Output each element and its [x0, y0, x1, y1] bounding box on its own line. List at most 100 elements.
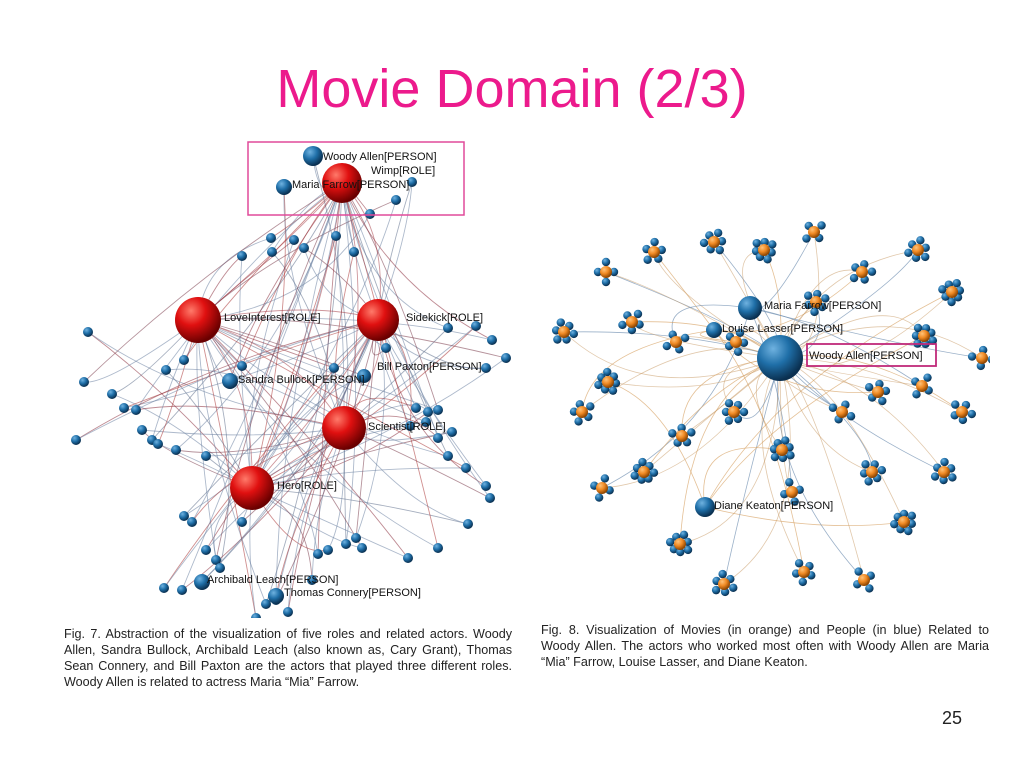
- person-node: [867, 267, 877, 276]
- person-node: [594, 380, 603, 390]
- person-node: [107, 389, 117, 399]
- movie-node: [810, 296, 822, 308]
- person-node: [283, 607, 293, 617]
- person-node: [913, 323, 923, 333]
- person-node: [237, 517, 247, 527]
- label-archibald-leach: Archibald Leach[PERSON]: [207, 574, 338, 586]
- person-node: [161, 365, 171, 375]
- person-node: [948, 473, 957, 482]
- hero-role-node: [230, 466, 274, 510]
- person-node: [159, 583, 169, 593]
- sidekick-role-node: [357, 299, 399, 341]
- slide-title: Movie Domain (2/3): [276, 59, 748, 119]
- person-node: [643, 255, 652, 264]
- person-node: [930, 472, 940, 481]
- movie-node: [730, 336, 742, 348]
- figure-7-svg: Woody Allen[PERSON] Wimp[ROLE] Maria Far…: [71, 141, 511, 618]
- person-node: [601, 277, 611, 287]
- movie-node: [758, 244, 770, 256]
- label-sidekick-role: Sidekick[ROLE]: [406, 312, 483, 324]
- movie-node: [856, 266, 868, 278]
- person-node: [760, 237, 769, 247]
- person-node: [211, 555, 221, 565]
- person-node: [711, 585, 721, 595]
- sandra-bullock-node: [222, 373, 238, 389]
- person-node: [627, 325, 637, 335]
- person-node: [433, 543, 443, 553]
- movie-node: [872, 386, 884, 398]
- person-node: [593, 267, 603, 277]
- woody-allen-node: [303, 146, 323, 166]
- person-node: [947, 297, 956, 307]
- person-node: [904, 526, 913, 536]
- person-node: [171, 445, 181, 455]
- person-node: [828, 403, 838, 412]
- archibald-leach-node: [194, 574, 210, 590]
- person-node: [877, 466, 887, 475]
- label-maria-farrow: Maria Farrow[PERSON]: [292, 179, 409, 191]
- person-node: [724, 416, 734, 425]
- figure-8-svg: Maria Farrow[PERSON] Louise Lasser[PERSO…: [551, 221, 990, 597]
- movie-node: [912, 244, 924, 256]
- person-node: [904, 248, 913, 257]
- person-node: [405, 421, 415, 431]
- person-node: [951, 400, 960, 409]
- person-node: [553, 335, 562, 344]
- person-node: [733, 347, 743, 356]
- person-node: [487, 335, 497, 345]
- loveinterest-role-node: [175, 297, 221, 343]
- person-node: [447, 427, 457, 437]
- person-node: [289, 235, 299, 245]
- person-node: [662, 341, 672, 351]
- person-node: [781, 436, 790, 445]
- person-node: [802, 234, 811, 243]
- label-wimp-role: Wimp[ROLE]: [371, 165, 435, 177]
- person-node: [179, 511, 189, 521]
- movie-node: [956, 406, 968, 418]
- person-node: [677, 423, 686, 433]
- person-node: [861, 460, 870, 469]
- person-node: [865, 584, 874, 593]
- person-node: [928, 336, 938, 345]
- movie-node: [558, 326, 570, 338]
- person-node: [763, 255, 772, 264]
- person-node: [846, 412, 856, 421]
- person-node: [187, 517, 197, 527]
- person-node: [423, 407, 433, 417]
- woody-highlight-box: [247, 141, 465, 216]
- person-node: [421, 417, 431, 427]
- person-node: [608, 386, 618, 395]
- person-node: [752, 238, 761, 248]
- person-node: [79, 377, 89, 387]
- person-node: [785, 478, 794, 487]
- movie-node: [866, 466, 878, 478]
- person-node: [351, 533, 361, 543]
- person-node: [717, 237, 727, 246]
- person-node: [912, 390, 921, 399]
- movie-node: [676, 430, 688, 442]
- movie-node: [898, 516, 910, 528]
- person-node: [609, 267, 619, 277]
- person-node: [237, 361, 247, 371]
- person-node: [878, 396, 887, 406]
- person-node: [804, 291, 813, 300]
- movie-node: [648, 246, 660, 258]
- figure-8-network: Maria Farrow[PERSON] Louise Lasser[PERSO…: [542, 172, 990, 610]
- person-node: [715, 245, 724, 255]
- person-node: [798, 577, 808, 587]
- person-node: [403, 553, 413, 563]
- person-node: [967, 409, 976, 419]
- movie-node: [638, 466, 650, 478]
- person-node: [735, 328, 745, 338]
- person-node: [341, 539, 351, 549]
- person-node: [433, 433, 443, 443]
- person-node: [921, 252, 930, 262]
- person-node: [600, 474, 610, 483]
- person-node: [790, 497, 799, 506]
- person-node: [266, 233, 276, 243]
- person-node: [680, 333, 690, 343]
- person-node: [810, 307, 819, 317]
- person-node: [854, 567, 863, 576]
- person-node: [907, 511, 917, 520]
- movie-node: [786, 486, 798, 498]
